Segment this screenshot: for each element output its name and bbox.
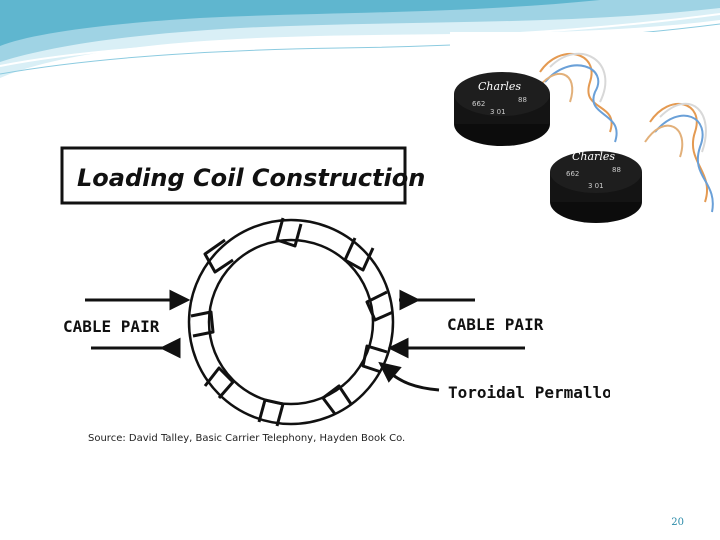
coil-windings [190,217,394,427]
coil-wires-2 [644,102,714,213]
source-citation: Source: David Talley, Basic Carrier Tele… [88,433,406,444]
coil-2-code-a: 662 [566,170,579,178]
coil-1-code-a: 662 [472,100,485,108]
coil-2: Charles 662 88 3 01 [550,150,642,223]
left-arrows [85,289,191,359]
header-wave-decoration [0,0,720,78]
coil-2-brand: Charles [572,150,615,163]
toroid-outer-ring [187,218,395,426]
loading-coil-diagram: Loading Coil Construction CABLE PAIR CAB… [55,142,610,447]
loading-coil-photo: Charles 662 88 3 01 Charles 662 88 3 01 [450,32,720,232]
coil-1: Charles 662 88 3 01 [454,72,550,146]
coil-2-code-b: 88 [612,166,621,174]
page-number: 20 [671,517,684,528]
title-box [60,146,407,205]
right-arrows [387,289,525,359]
coil-2-code-c: 3 01 [588,182,604,190]
coil-1-brand: Charles [478,80,521,93]
left-cable-pair-label: CABLE PAIR [63,317,160,336]
core-pointer-arrow [378,361,440,392]
diagram-title: Loading Coil Construction [77,164,425,192]
right-cable-pair-label: CABLE PAIR [447,315,544,334]
toroid-inner-ring [207,238,375,406]
core-label: Toroidal Permalloy Core [448,383,610,402]
coil-1-code-b: 88 [518,96,527,104]
coil-1-code-c: 3 01 [490,108,506,116]
